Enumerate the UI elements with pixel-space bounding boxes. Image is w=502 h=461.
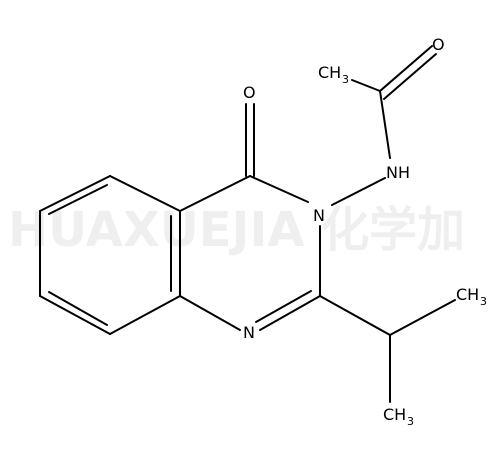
ch3-isopropyl-bottom-label: CH 3 <box>383 405 414 428</box>
ch3-acetyl-label: CH 3 <box>318 63 349 86</box>
oxygen-carbonyl-ring: O <box>243 83 256 102</box>
bond <box>109 175 181 212</box>
bond <box>109 295 181 335</box>
svg-text:CH: CH <box>456 285 479 304</box>
svg-text:3: 3 <box>480 295 487 308</box>
n-n-bond <box>331 177 386 206</box>
bond <box>249 175 309 203</box>
isopropyl-group <box>319 295 456 403</box>
bond <box>39 175 111 212</box>
bond <box>351 79 381 92</box>
benzene-ring <box>39 175 181 335</box>
carbonyl-bond <box>245 103 255 177</box>
bond <box>379 45 433 92</box>
oxygen-carbonyl-acetyl: O <box>432 35 445 54</box>
bond <box>39 295 111 335</box>
bond <box>389 299 456 336</box>
bond <box>319 295 391 336</box>
svg-text:3: 3 <box>407 415 414 428</box>
pyrimidinone-ring <box>179 175 321 331</box>
n3-label: N <box>313 206 325 225</box>
bond-inner <box>48 184 108 215</box>
ch3-isopropyl-right-label: CH 3 <box>456 285 487 308</box>
bond-inner <box>255 290 312 323</box>
watermark: HUAXUEJIA 化学加 <box>8 202 465 258</box>
n1-label: N <box>243 323 255 342</box>
bond <box>379 90 391 159</box>
svg-text:CH: CH <box>318 63 341 82</box>
acetyl-group <box>351 45 437 159</box>
bond <box>179 295 241 331</box>
bond <box>179 175 251 212</box>
nh-label: NH <box>386 163 410 182</box>
bond <box>383 53 437 100</box>
svg-text:3: 3 <box>342 73 349 86</box>
bond <box>259 295 321 331</box>
bond-inner <box>48 291 108 326</box>
svg-text:CH: CH <box>383 405 406 424</box>
